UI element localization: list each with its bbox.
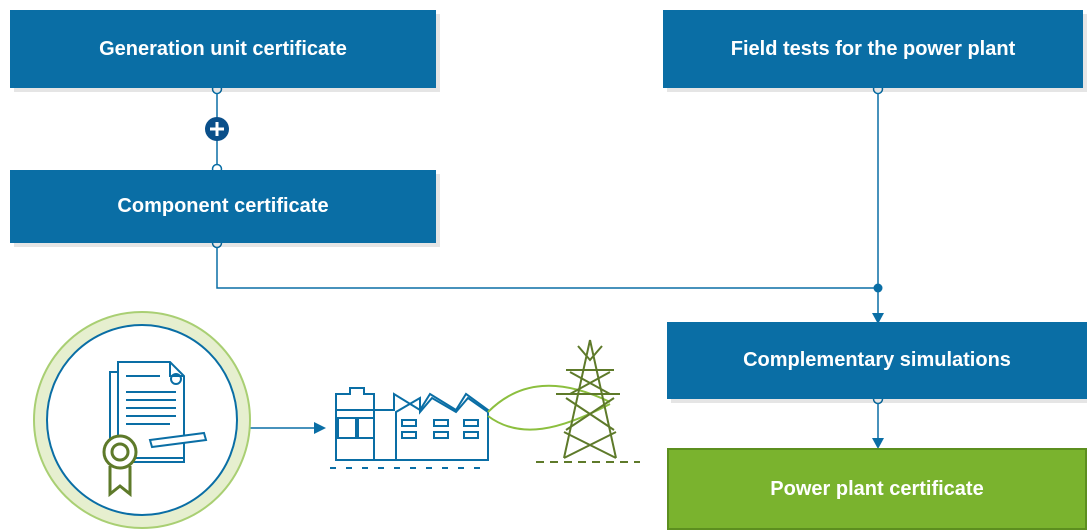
complementary-simulations-box: Complementary simulations	[667, 322, 1087, 399]
component-certificate-box: Component certificate	[10, 170, 436, 243]
arrowheads	[314, 313, 884, 449]
component-certificate-label: Component certificate	[117, 195, 329, 217]
complementary-simulations-label: Complementary simulations	[743, 349, 1011, 371]
field-tests-box: Field tests for the power plant	[663, 10, 1083, 88]
power-plant-certificate-box: Power plant certificate	[667, 448, 1087, 530]
power-plant-certificate-label: Power plant certificate	[770, 477, 984, 500]
field-tests-label: Field tests for the power plant	[730, 37, 1016, 60]
transmission-tower-icon	[487, 339, 640, 463]
generation-unit-certificate-label: Generation unit certificate	[99, 37, 347, 60]
factory-icon	[330, 387, 490, 469]
plus-icon	[205, 117, 229, 141]
certificate-document-icon	[33, 311, 251, 529]
generation-unit-certificate-box: Generation unit certificate	[10, 10, 436, 88]
